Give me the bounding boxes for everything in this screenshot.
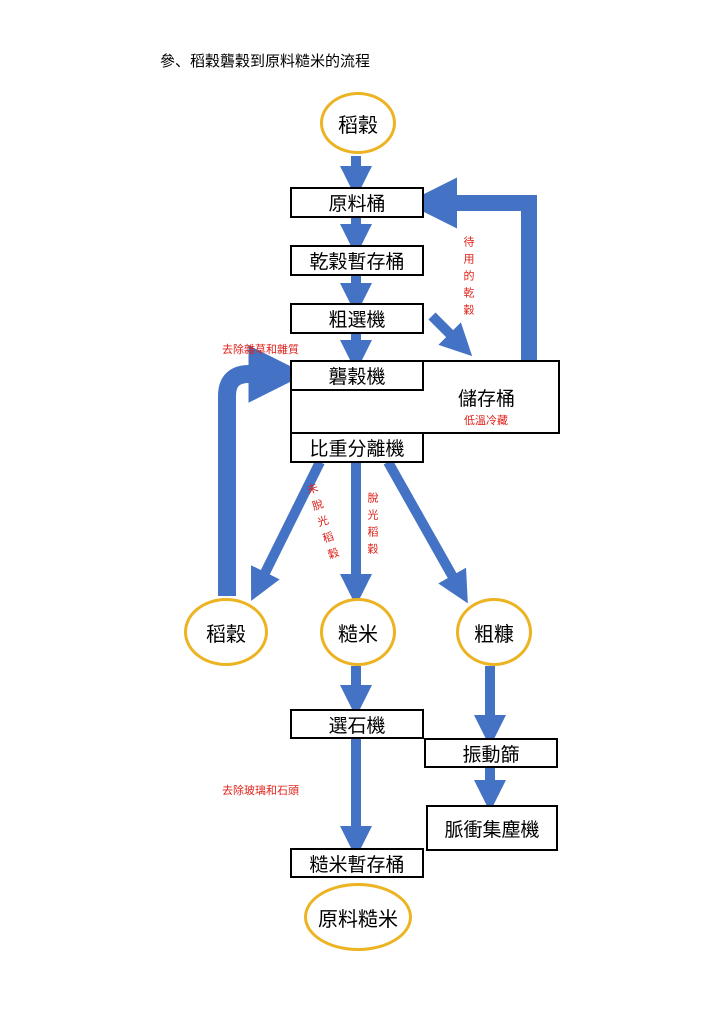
pre-cleaner-box: 粗選機 — [290, 303, 424, 334]
husker-box: 礱穀機 — [290, 360, 424, 391]
rice-bran-oval: 粗糠 — [456, 598, 532, 666]
brown-rice-oval: 糙米 — [320, 598, 396, 666]
pulse-collector-box: 脈衝集塵機 — [426, 805, 558, 851]
arrow-pre-cleaner-to-storage — [428, 312, 473, 357]
arrow-storage-to-raw-bin — [406, 177, 537, 360]
vibrating-screen-box: 振動篩 — [424, 738, 558, 768]
gravity-separator-box: 比重分離機 — [290, 432, 424, 463]
pending-dry-note: 待用的乾穀 — [462, 236, 475, 321]
arrow-separator-to-paddy — [250, 459, 325, 601]
hulled-note: 脫光稻穀 — [366, 492, 379, 560]
raw-brown-rice-oval: 原料糙米 — [304, 883, 412, 951]
brown-rice-bin-box: 糙米暫存桶 — [290, 848, 424, 878]
remove-glass-note: 去除玻璃和石頭 — [222, 784, 299, 797]
page-title: 參、稻穀礱穀到原料糙米的流程 — [160, 52, 371, 70]
destoner-box: 選石機 — [290, 709, 424, 739]
arrow-separator-to-bran — [383, 459, 468, 604]
raw-bin-box: 原料桶 — [290, 187, 424, 218]
paddy-top-oval: 稻穀 — [320, 92, 396, 154]
storage-bin-label: 儲存桶 — [458, 388, 516, 410]
paddy-return-oval: 稻穀 — [184, 598, 268, 666]
arrow-paddy-return-to-husker — [218, 345, 306, 596]
dry-bin-box: 乾穀暫存桶 — [290, 245, 424, 276]
remove-weeds-note: 去除雜草和雜質 — [222, 343, 299, 356]
low-temp-note: 低溫冷藏 — [464, 414, 508, 427]
